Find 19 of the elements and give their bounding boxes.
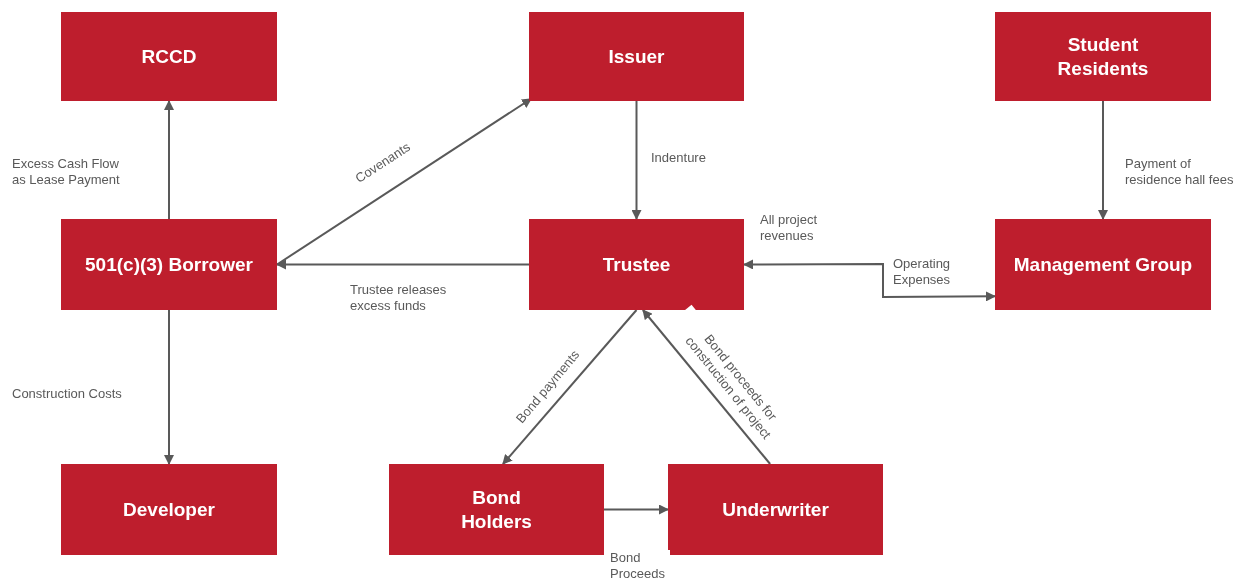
entity-box: Student Residents: [995, 12, 1211, 101]
arrow: [276, 97, 533, 266]
arrow: [164, 309, 174, 465]
entity-box: Trustee: [529, 219, 744, 310]
arrow: [501, 309, 638, 465]
entity-box: Underwriter: [668, 464, 883, 555]
entity-box: Bond Holders: [389, 464, 604, 555]
arrow: [1098, 100, 1108, 220]
arrow: [276, 259, 530, 270]
entity-box: Management Group: [995, 219, 1211, 310]
entity-box: Developer: [61, 464, 277, 555]
entity-box: Issuer: [529, 12, 744, 101]
arrow: [641, 309, 772, 465]
arrow: [164, 100, 174, 220]
arrow: [631, 100, 642, 220]
entity-box: 501(c)(3) Borrower: [61, 219, 277, 310]
entity-box: RCCD: [61, 12, 277, 101]
arrow: [603, 504, 669, 515]
arrow: [743, 259, 996, 302]
